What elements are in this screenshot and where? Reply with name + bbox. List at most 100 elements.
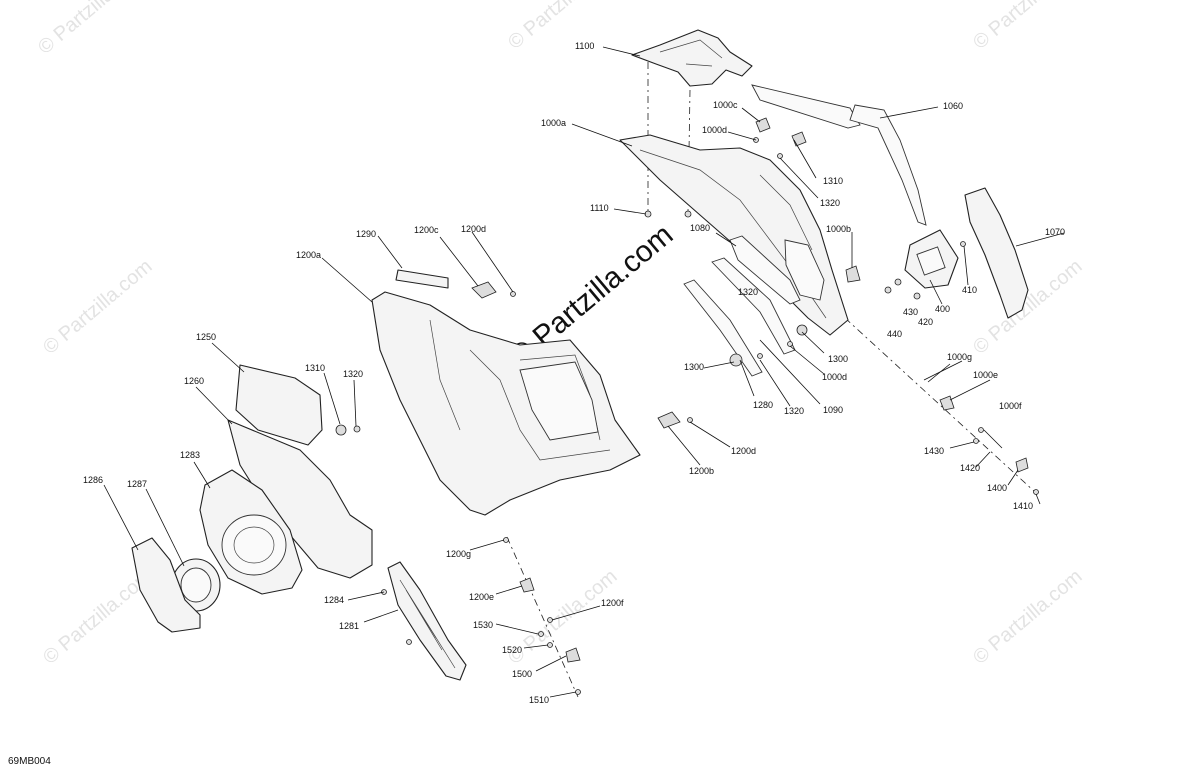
part-side-cushion bbox=[235, 364, 323, 446]
part-fastener bbox=[335, 424, 347, 436]
callout-label: 430 bbox=[903, 307, 918, 317]
watermark: © Partzilla.com bbox=[969, 255, 1086, 358]
callout-label: 1310 bbox=[305, 363, 325, 373]
part-fan-opening bbox=[221, 514, 287, 576]
callout-label: 1287 bbox=[127, 479, 147, 489]
part-fastener bbox=[884, 286, 892, 294]
part-fastener bbox=[913, 292, 921, 300]
part-foam-block bbox=[395, 269, 449, 289]
watermark: © Partzilla.com bbox=[39, 255, 156, 358]
callout-label: 1200d bbox=[461, 224, 486, 234]
axis-line bbox=[687, 89, 691, 213]
callout-label: 1300 bbox=[828, 354, 848, 364]
part-fastener bbox=[510, 291, 516, 297]
part-side-window bbox=[519, 361, 599, 441]
part-fastener bbox=[1033, 489, 1039, 495]
callout-labels: 1100 1060 1000c 1000d 1000a 1310 1320 11… bbox=[83, 41, 1065, 705]
part-detail bbox=[399, 579, 456, 669]
callout-label: 400 bbox=[935, 304, 950, 314]
part-fastener bbox=[687, 417, 693, 423]
part-top-bracket bbox=[631, 29, 753, 87]
part-inner-insert bbox=[784, 239, 825, 301]
part-fastener bbox=[973, 438, 979, 444]
callout-label: 1320 bbox=[343, 369, 363, 379]
part-fastener bbox=[575, 689, 581, 695]
callout-label: 440 bbox=[887, 329, 902, 339]
callout-label: 1060 bbox=[943, 101, 963, 111]
callout-label: 1200g bbox=[446, 549, 471, 559]
part-main-side-panel bbox=[371, 291, 641, 516]
part-detail bbox=[659, 39, 723, 67]
callout-label: 1510 bbox=[529, 695, 549, 705]
watermark: © Partzilla.com bbox=[969, 0, 1086, 54]
callout-label: 1410 bbox=[1013, 501, 1033, 511]
watermark: © Partzilla.com bbox=[34, 0, 151, 59]
part-right-side-panel bbox=[964, 187, 1029, 319]
part-fastener bbox=[503, 537, 509, 543]
callout-label: 1280 bbox=[753, 400, 773, 410]
leader-lines bbox=[103, 46, 1065, 698]
callout-label: 1200d bbox=[731, 446, 756, 456]
part-clip bbox=[845, 265, 861, 283]
callout-label: 420 bbox=[918, 317, 933, 327]
callout-label: 1430 bbox=[924, 446, 944, 456]
callout-label: 1283 bbox=[180, 450, 200, 460]
part-vent-grille bbox=[387, 561, 467, 681]
part-fastener bbox=[547, 642, 553, 648]
part-fastener bbox=[978, 427, 984, 433]
part-grommet bbox=[729, 353, 743, 367]
callout-label: 1000a bbox=[541, 118, 566, 128]
watermark: © Partzilla.com bbox=[504, 0, 621, 54]
callout-label: 1310 bbox=[823, 176, 843, 186]
part-seal-ring-inner bbox=[180, 567, 212, 603]
part-clip bbox=[791, 131, 807, 147]
callout-label: 1200a bbox=[296, 250, 321, 260]
callout-label: 1320 bbox=[820, 198, 840, 208]
part-clip bbox=[471, 281, 497, 299]
part-fastener bbox=[538, 631, 544, 637]
part-fastener bbox=[684, 210, 692, 218]
diagram-reference-code: 69MB004 bbox=[8, 756, 51, 767]
callout-label: 1281 bbox=[339, 621, 359, 631]
part-clip bbox=[565, 647, 581, 663]
callout-label: 1000d bbox=[822, 372, 847, 382]
parts bbox=[131, 29, 1039, 695]
callout-label: 1200c bbox=[414, 225, 439, 235]
callout-label: 1284 bbox=[324, 595, 344, 605]
callout-label: 1400 bbox=[987, 483, 1007, 493]
callout-label: 1000d bbox=[702, 125, 727, 135]
axis-line bbox=[506, 536, 579, 698]
part-fan-cover bbox=[131, 537, 201, 633]
callout-label: 1000b bbox=[826, 224, 851, 234]
callout-label: 1290 bbox=[356, 229, 376, 239]
callout-label: 1200f bbox=[601, 598, 624, 608]
part-fastener bbox=[547, 617, 553, 623]
callout-label: 1080 bbox=[690, 223, 710, 233]
part-fastener bbox=[777, 153, 783, 159]
callout-label: 1260 bbox=[184, 376, 204, 386]
callout-label: 1250 bbox=[196, 332, 216, 342]
part-fastener bbox=[757, 353, 763, 359]
part-seal-strip-1080 bbox=[729, 235, 801, 305]
callout-label: 1000f bbox=[999, 401, 1022, 411]
part-windshield-edge bbox=[849, 104, 927, 226]
callout-label: 1000c bbox=[713, 100, 738, 110]
callout-label: 1300 bbox=[684, 362, 704, 372]
callout-label: 1520 bbox=[502, 645, 522, 655]
part-detail bbox=[233, 526, 275, 564]
part-grommet bbox=[796, 324, 808, 336]
watermark: © Partzilla.com bbox=[969, 565, 1086, 668]
callout-label: 410 bbox=[962, 285, 977, 295]
callout-label: 1110 bbox=[590, 203, 609, 213]
callout-label: 1200e bbox=[469, 592, 494, 602]
part-clip bbox=[939, 395, 955, 411]
callout-label: 1420 bbox=[960, 463, 980, 473]
part-fastener bbox=[406, 639, 412, 645]
part-clip bbox=[657, 411, 681, 429]
callout-label: 1286 bbox=[83, 475, 103, 485]
part-fastener bbox=[960, 241, 966, 247]
callout-label: 1000g bbox=[947, 352, 972, 362]
part-vent-opening bbox=[916, 246, 946, 276]
callout-label: 1100 bbox=[575, 41, 594, 51]
